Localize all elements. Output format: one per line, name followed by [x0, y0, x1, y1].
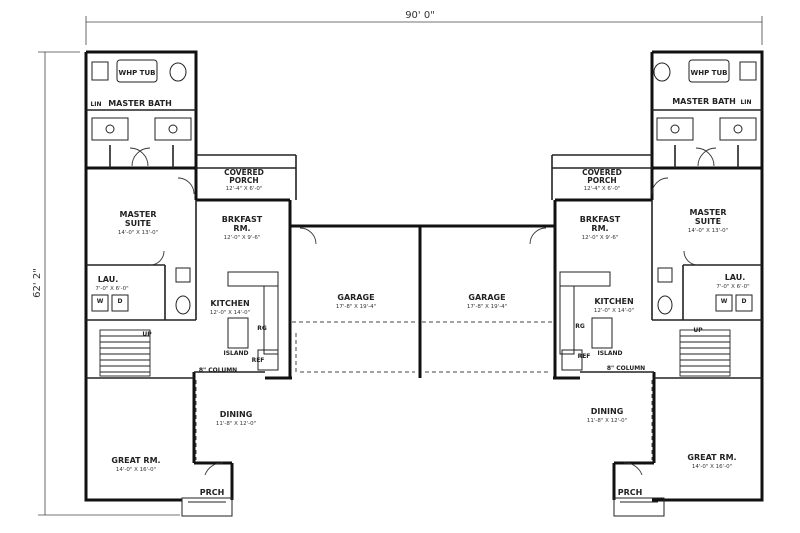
- left-lau-size: 7'-0" X 6'-0": [95, 286, 128, 292]
- right-lau-label: LAU.: [725, 273, 746, 282]
- left-rg-label: RG: [257, 325, 267, 332]
- right-ref-label: REF: [578, 353, 591, 360]
- left-covered-porch-size: 12'-4" X 6'-0": [226, 186, 263, 192]
- right-lau-size: 7'-0" X 6'-0": [716, 284, 749, 290]
- left-up-label: UP: [142, 331, 152, 338]
- left-dining-label: DINING: [220, 410, 253, 419]
- left-covered-porch-label-2: PORCH: [229, 176, 258, 185]
- left-covered-porch-label: COVERED: [224, 168, 264, 177]
- right-bath-fixtures: [653, 59, 757, 315]
- right-great-rm-size: 14'-0" X 16'-0": [692, 464, 732, 470]
- right-dryer-label: D: [742, 298, 747, 305]
- left-lin-label: LIN: [90, 101, 101, 108]
- right-great-rm-label: GREAT RM.: [687, 453, 736, 462]
- kitchen-counters: [91, 271, 753, 371]
- left-master-suite-label: MASTER: [120, 210, 157, 219]
- left-brkfast-label-2: RM.: [233, 224, 250, 233]
- right-dining-label: DINING: [591, 407, 624, 416]
- stairs: [99, 329, 731, 377]
- right-rg-label: RG: [575, 323, 585, 330]
- left-whp-tub-label: WHP TUB: [119, 69, 156, 77]
- right-kitchen-label: KITCHEN: [594, 297, 633, 306]
- door-swings: [129, 147, 717, 476]
- right-island-label: ISLAND: [597, 350, 622, 357]
- overall-depth-label: 62' 2": [32, 268, 43, 298]
- garage-doors: [195, 321, 653, 460]
- left-master-suite-size: 14'-0" X 13'-0": [118, 230, 158, 236]
- left-brkfast-label: BRKFAST: [222, 215, 263, 224]
- dimension-lines: [38, 16, 763, 516]
- right-dining-size: 11'-8" X 12'-0": [587, 418, 627, 424]
- right-lin-label: LIN: [740, 99, 751, 106]
- left-dining-size: 11'-8" X 12'-0": [216, 421, 256, 427]
- left-lau-label: LAU.: [98, 275, 119, 284]
- right-master-suite-label: MASTER: [690, 208, 727, 217]
- left-kitchen-size: 12'-0" X 14'-0": [210, 310, 250, 316]
- left-brkfast-size: 12'-0" X 9'-6": [224, 235, 261, 241]
- right-garage-size: 17'-8" X 19'-4": [467, 304, 507, 310]
- left-garage-size: 17'-8" X 19'-4": [336, 304, 376, 310]
- left-kitchen-label: KITCHEN: [210, 299, 249, 308]
- left-ref-label: REF: [252, 357, 265, 364]
- left-column-label: 8" COLUMN: [199, 367, 237, 374]
- left-great-rm-size: 14'-0" X 16'-0": [116, 467, 156, 473]
- left-great-rm-label: GREAT RM.: [111, 456, 160, 465]
- right-kitchen-size: 12'-0" X 14'-0": [594, 308, 634, 314]
- right-whp-tub-label: WHP TUB: [691, 69, 728, 77]
- overall-width-label: 90' 0": [405, 10, 435, 21]
- left-bath-fixtures: [91, 59, 192, 315]
- right-washer-label: W: [721, 298, 728, 305]
- right-brkfast-size: 12'-0" X 9'-6": [582, 235, 619, 241]
- exterior-walls: [84, 50, 764, 502]
- right-brkfast-label-2: RM.: [591, 224, 608, 233]
- right-master-suite-size: 14'-0" X 13'-0": [688, 228, 728, 234]
- left-prch-label: PRCH: [200, 488, 225, 497]
- right-brkfast-label: BRKFAST: [580, 215, 621, 224]
- left-master-bath-label: MASTER BATH: [108, 99, 172, 108]
- interior-walls: [86, 109, 762, 379]
- left-washer-label: W: [97, 298, 104, 305]
- right-column-label: 8" COLUMN: [607, 365, 645, 372]
- right-covered-porch-label: COVERED: [582, 168, 622, 177]
- right-garage-label: GARAGE: [468, 293, 505, 302]
- right-covered-porch-size: 12'-4" X 6'-0": [584, 186, 621, 192]
- right-covered-porch-label-2: PORCH: [587, 176, 616, 185]
- left-island-label: ISLAND: [223, 350, 248, 357]
- right-master-suite-label-2: SUITE: [695, 217, 721, 226]
- right-up-label: UP: [693, 327, 703, 334]
- right-master-bath-label: MASTER BATH: [672, 97, 736, 106]
- left-master-suite-label-2: SUITE: [125, 219, 151, 228]
- porch-steps: [181, 497, 665, 517]
- left-dryer-label: D: [118, 298, 123, 305]
- left-garage-label: GARAGE: [337, 293, 374, 302]
- right-prch-label: PRCH: [618, 488, 643, 497]
